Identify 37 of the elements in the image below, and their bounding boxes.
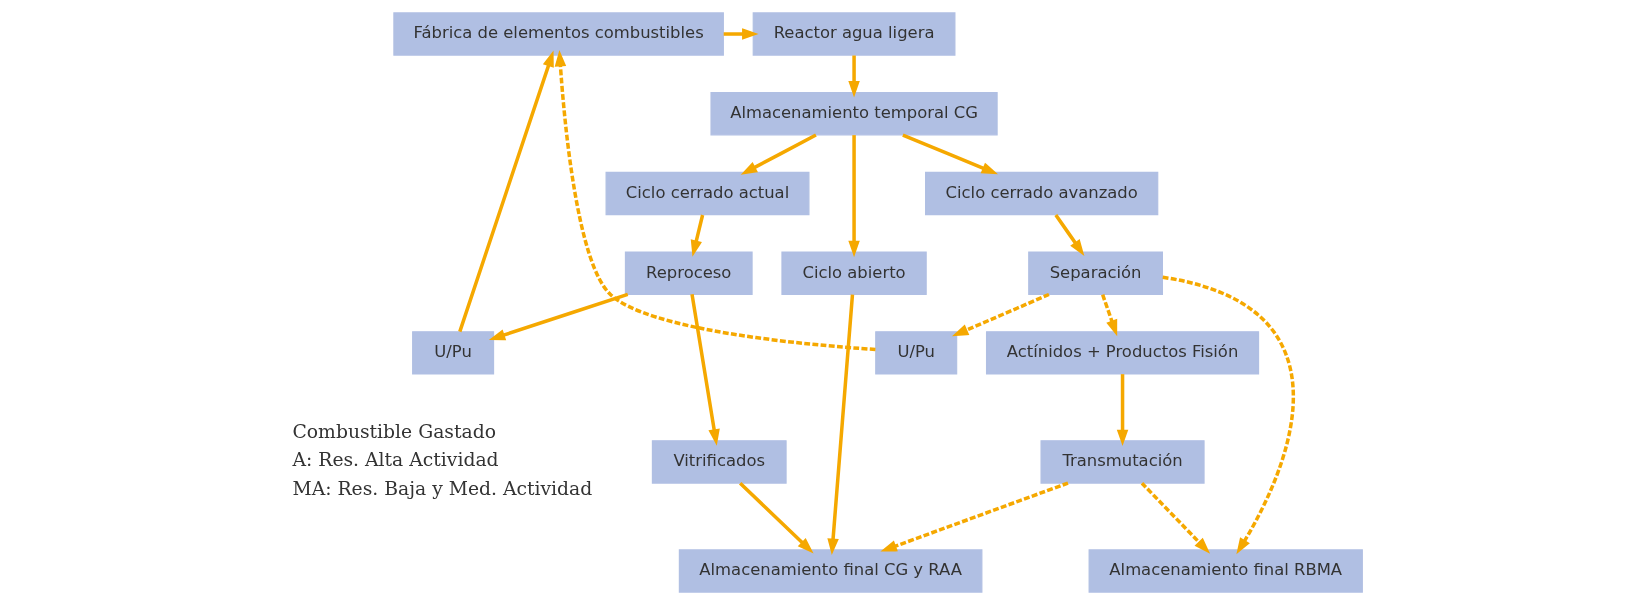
arrow bbox=[847, 55, 860, 98]
arrow bbox=[488, 292, 628, 341]
node-box: Almacenamiento temporal CG bbox=[709, 92, 998, 136]
label: A: Res. Alta Actividad bbox=[291, 449, 499, 471]
arrow bbox=[1116, 374, 1128, 447]
arrow bbox=[738, 481, 814, 554]
node-box: Almacenamiento final RBMA bbox=[1088, 549, 1363, 593]
node-box: U/Pu bbox=[411, 331, 494, 375]
node-box: U/Pu bbox=[874, 331, 957, 375]
arrow bbox=[457, 50, 554, 333]
node-box: Transmutación bbox=[1040, 440, 1205, 484]
node-box: Actínidos + Productos Fisión bbox=[985, 331, 1259, 375]
arrow bbox=[689, 294, 720, 446]
node-box: Fábrica de elementos combustibles bbox=[392, 12, 724, 56]
label: Combustible Gastado bbox=[291, 421, 496, 443]
node-box: Separación bbox=[1027, 251, 1163, 295]
label: MA: Res. Baja y Med. Actividad bbox=[291, 477, 592, 499]
node-box: Ciclo cerrado actual bbox=[605, 171, 809, 216]
arrow bbox=[740, 133, 817, 175]
arrow bbox=[1100, 294, 1117, 337]
node-box: Ciclo cerrado avanzado bbox=[924, 171, 1158, 216]
arrow bbox=[1053, 213, 1084, 256]
node-box: Reactor agua ligera bbox=[752, 12, 955, 56]
arrow bbox=[951, 292, 1050, 337]
arrow bbox=[847, 135, 860, 258]
arrow bbox=[1161, 275, 1295, 555]
node-box: Vitrificados bbox=[651, 440, 787, 484]
arrow bbox=[879, 481, 1069, 552]
node-box: Ciclo abierto bbox=[780, 251, 927, 295]
arrow bbox=[690, 214, 704, 257]
arrow bbox=[826, 294, 854, 556]
arrow bbox=[901, 133, 998, 175]
node-box: Almacenamiento final CG y RAA bbox=[678, 549, 982, 593]
arrow bbox=[554, 49, 876, 352]
arrow bbox=[723, 28, 759, 40]
arrow bbox=[1140, 481, 1210, 554]
node-box: Reproceso bbox=[624, 251, 753, 295]
